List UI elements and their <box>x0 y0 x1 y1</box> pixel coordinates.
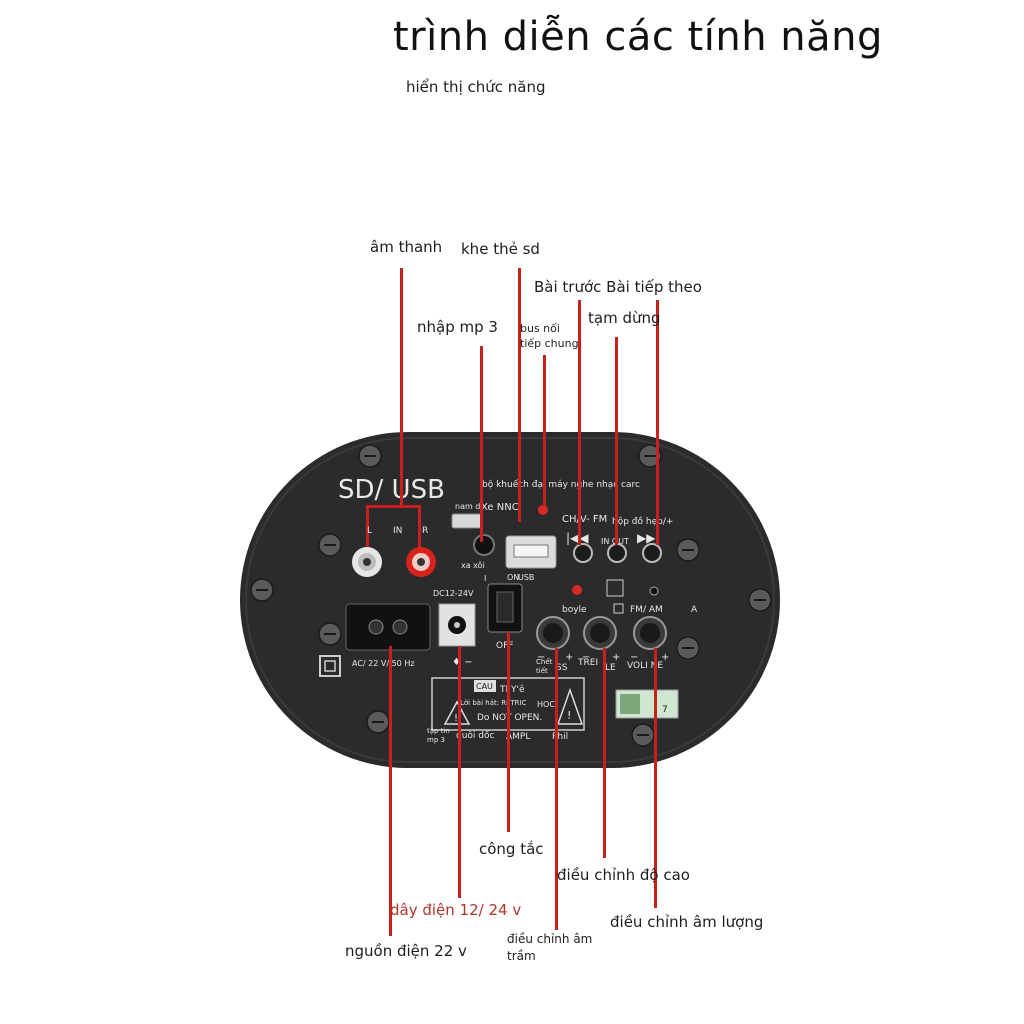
in-label: IN <box>393 526 402 536</box>
svg-text:!: ! <box>454 713 458 724</box>
warn-tr: TI Y'ê <box>499 684 525 695</box>
next-button <box>642 543 662 563</box>
svg-text:♦ −: ♦ − <box>452 657 473 668</box>
usb-label: USB <box>518 573 534 582</box>
fm-am-label: FM/ AM <box>630 605 663 615</box>
sd-card-slot <box>451 513 483 529</box>
label-nhap-mp3: nhập mp 3 <box>417 318 498 336</box>
leader-am-tram <box>555 648 558 930</box>
le-label: LE <box>605 663 616 673</box>
tap-tin-1: tập tin <box>427 727 450 735</box>
leader-tam-dung <box>615 337 618 545</box>
label-day-dien: dây điện 12/ 24 v <box>390 901 522 919</box>
svg-text:I: I <box>484 574 486 583</box>
amplifier-caption: bộ khuếch đại máy nghe nhạc carc <box>482 479 640 490</box>
leader-khe-the-sd <box>518 268 521 522</box>
prev-button <box>573 543 593 563</box>
off-label: OFF <box>496 641 513 651</box>
treble-knob <box>583 616 617 650</box>
leader-nhap-mp3 <box>480 346 483 542</box>
ampl-label: AMPL <box>506 732 530 742</box>
label-khe-the-sd: khe thẻ sd <box>461 240 540 258</box>
tap-tin-2: mp 3 <box>427 736 445 744</box>
svg-text:▶▶|: ▶▶| <box>637 531 660 545</box>
nam-d-label: nam d <box>455 502 480 511</box>
warn-electric: Lời bài hát: Ri TRIC <box>460 699 527 707</box>
leader-do-cao <box>603 648 606 858</box>
leader-bai-tiep <box>656 300 659 545</box>
warn-cau: CAU <box>476 682 493 691</box>
on-label: ON <box>507 573 519 582</box>
leader-bus-noi <box>543 355 546 507</box>
volume-knob <box>633 616 667 650</box>
svg-text:+: + <box>612 652 620 663</box>
page-title: trình diễn các tính năng <box>393 14 883 60</box>
bass-knob-caption-1: Chết <box>536 658 553 666</box>
svg-text:+: + <box>661 652 669 663</box>
page-subtitle: hiển thị chức năng <box>406 78 546 96</box>
duoi-doc-label: đuôi dốc <box>456 730 495 741</box>
phil-label: Phil <box>552 732 568 742</box>
leader-am-thanh <box>400 268 403 508</box>
xa-xoi-label: xa xôi <box>461 560 485 570</box>
warn-hocl: HOCI <box>537 700 557 709</box>
bass-knob <box>536 616 570 650</box>
svg-text:−: − <box>582 652 590 663</box>
leader-bai-truoc <box>578 300 581 545</box>
l-label: L <box>367 526 372 536</box>
svg-text:|◀◀: |◀◀ <box>566 531 589 545</box>
svg-text:+: + <box>565 652 573 663</box>
label-bai-truoc-bai-tiep: Bài trước Bài tiếp theo <box>534 278 702 296</box>
ss-label: SS <box>556 663 568 673</box>
hop-do-hop-label: hộp đồ hẹp/+ <box>612 516 673 527</box>
dc-label: DC12-24V <box>433 589 474 598</box>
rca-right-jack <box>406 547 436 577</box>
sd-usb-label: SD/ USB <box>338 475 445 505</box>
xe-nnc-label: Xe NNC <box>481 502 519 513</box>
pause-button <box>607 543 627 563</box>
bass-knob-caption-2: tiết <box>536 667 548 675</box>
r-label: R <box>422 526 428 536</box>
label-dieu-chinh-am-tram: điều chỉnh âm trầm <box>507 932 593 963</box>
leader-nguon-dien <box>389 646 392 936</box>
leader-day-dien <box>458 646 461 898</box>
treble-label: TREI <box>577 658 598 668</box>
label-cong-tac: công tắc <box>479 840 544 858</box>
label-dieu-chinh-do-cao: điều chỉnh độ cao <box>557 866 690 884</box>
mp3-input-jack <box>473 534 495 556</box>
label-tam-dung: tạm dừng <box>588 309 661 327</box>
leader-am-luong <box>654 648 657 908</box>
a-label: A <box>691 605 698 615</box>
leader-cong-tac <box>507 632 510 832</box>
svg-text:−: − <box>630 652 638 663</box>
boyle-label: boyle <box>562 605 587 615</box>
svg-text:!: ! <box>567 709 571 722</box>
sticker-number: 7 <box>662 705 668 715</box>
rca-left-jack <box>352 547 382 577</box>
svg-text:−: − <box>537 652 545 663</box>
label-am-thanh: âm thanh <box>370 238 443 256</box>
ac-label: AC/ 22 V/ 50 Hz <box>352 659 415 668</box>
label-nguon-dien: nguồn điện 22 v <box>345 942 467 960</box>
label-dieu-chinh-am-luong: điều chỉnh âm lượng <box>610 913 764 931</box>
label-bus-noi: bus nối tiếp chung <box>520 322 579 350</box>
panel-edge <box>245 437 775 763</box>
ac-power-socket <box>345 603 431 651</box>
volume-label: VOLI NE <box>627 661 663 671</box>
ch-fm-label: CH/V- FM <box>562 514 607 525</box>
led-indicator <box>538 505 548 515</box>
